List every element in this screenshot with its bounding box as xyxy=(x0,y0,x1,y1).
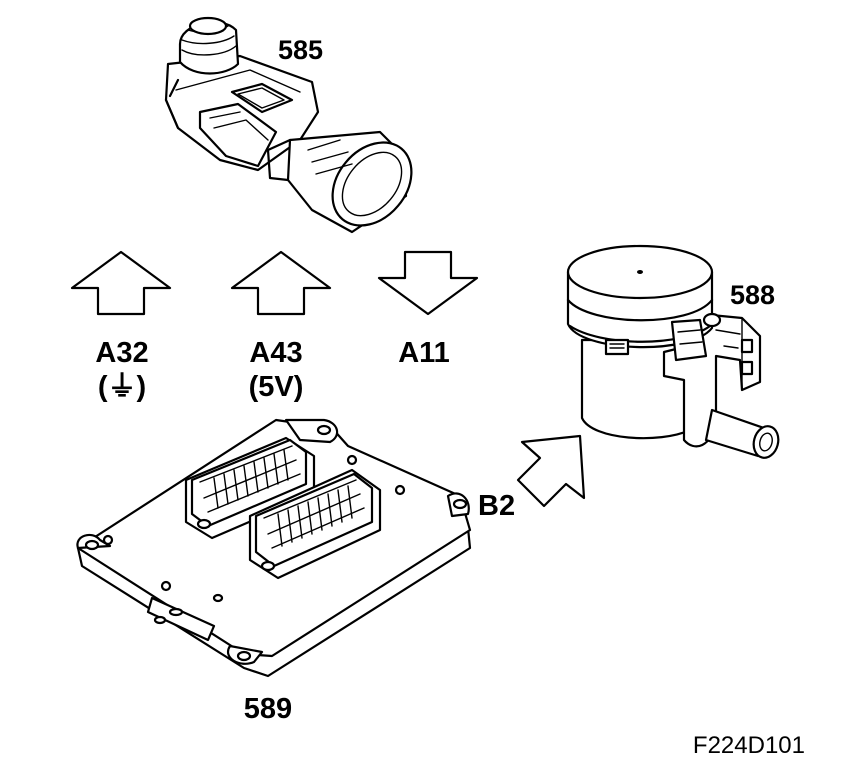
label-a11: A11 xyxy=(398,337,450,369)
label-a43: A43 xyxy=(249,337,302,369)
label-a32-note: (⏚) xyxy=(98,371,146,403)
arrow-up-a32 xyxy=(70,250,172,316)
label-a43-note: (5V) xyxy=(249,371,304,403)
label-a32: A32 xyxy=(95,337,148,369)
arrow-up-right-b2 xyxy=(516,434,586,508)
purge-valve-588 xyxy=(566,244,780,459)
map-sensor-585 xyxy=(164,16,413,234)
figure-code: F224D101 xyxy=(693,732,805,759)
arrow-up-a43 xyxy=(230,250,332,316)
label-588: 588 xyxy=(730,280,775,310)
control-module-589 xyxy=(76,418,472,678)
arrow-down-a11 xyxy=(377,250,479,316)
label-b2: B2 xyxy=(478,490,515,522)
label-589: 589 xyxy=(244,693,292,725)
label-585: 585 xyxy=(278,35,323,65)
